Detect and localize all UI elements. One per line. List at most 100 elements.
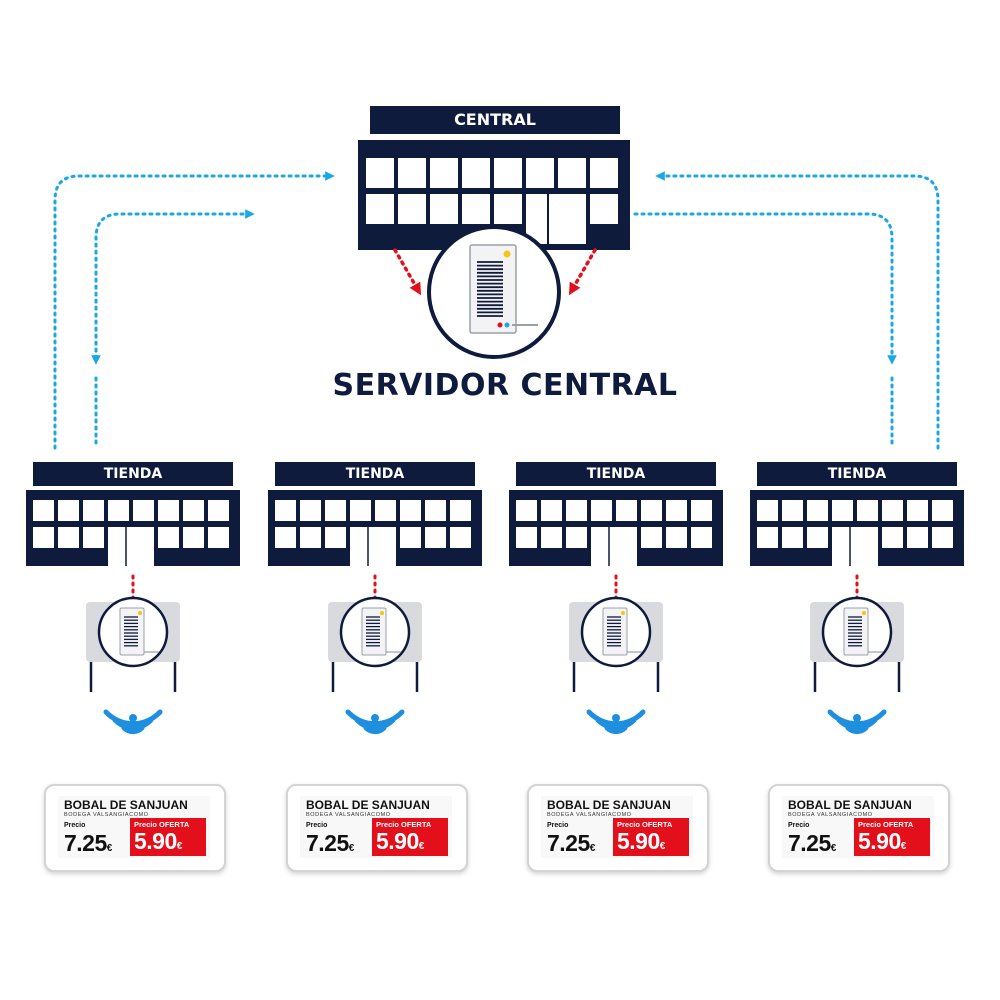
winery-name: BODEGA VALSANGIACOMO [547, 812, 632, 818]
store-sign: TIENDA [345, 466, 405, 482]
wifi-signal-icon [103, 709, 163, 735]
window [541, 527, 562, 548]
window [932, 527, 953, 548]
window [757, 527, 778, 548]
window [58, 500, 79, 521]
offer-title: Precio OFERTA [376, 820, 432, 829]
product-name: BOBAL DE SANJUAN [64, 798, 188, 812]
winery-name: BODEGA VALSANGIACOMO [64, 812, 149, 818]
store-sign-board [33, 462, 233, 486]
server-icon [602, 607, 642, 656]
electronic-shelf-label: BOBAL DE SANJUAN BODEGA VALSANGIACOMO Pr… [44, 784, 226, 872]
window [450, 500, 471, 521]
window [158, 527, 179, 548]
store-2 [268, 462, 482, 735]
regular-price: 7.25€ [64, 830, 112, 856]
red-arrow-right [568, 248, 597, 296]
link-right-inner [633, 212, 897, 365]
label-screen: BOBAL DE SANJUAN BODEGA VALSANGIACOMO Pr… [300, 796, 452, 858]
window [907, 527, 928, 548]
window [183, 500, 204, 521]
window [932, 500, 953, 521]
store-3 [509, 462, 723, 735]
window [666, 527, 687, 548]
offer-title: Precio OFERTA [858, 820, 914, 829]
window [807, 500, 828, 521]
store-sign: TIENDA [103, 466, 163, 482]
window [782, 500, 803, 521]
window [183, 527, 204, 548]
offer-price: 5.90€ [376, 828, 424, 854]
price-title: Precio [306, 822, 328, 829]
window [526, 158, 554, 188]
window [641, 500, 662, 521]
server-icon [361, 607, 401, 656]
window [400, 500, 421, 521]
window [430, 158, 458, 188]
window [462, 194, 490, 224]
door [526, 194, 586, 244]
window [33, 527, 54, 548]
window [366, 194, 394, 224]
window [208, 500, 229, 521]
window [158, 500, 179, 521]
central-server-links [393, 248, 597, 296]
server-central-label: SERVIDOR CENTRAL [332, 368, 678, 403]
winery-name: BODEGA VALSANGIACOMO [306, 812, 391, 818]
central-server [427, 225, 561, 359]
window [450, 527, 471, 548]
window [782, 527, 803, 548]
window [566, 527, 587, 548]
window [558, 158, 586, 188]
window [590, 158, 618, 188]
offer-title: Precio OFERTA [134, 820, 190, 829]
store-1 [26, 462, 240, 735]
window [133, 500, 154, 521]
window [882, 500, 903, 521]
window [275, 500, 296, 521]
store-sign-board [275, 462, 475, 486]
window [375, 500, 396, 521]
window [83, 500, 104, 521]
window [300, 500, 321, 521]
window [398, 158, 426, 188]
window [641, 527, 662, 548]
store-sign-board [757, 462, 957, 486]
price-title: Precio [64, 822, 86, 829]
window [616, 500, 637, 521]
window [462, 158, 490, 188]
door [350, 527, 396, 566]
electronic-shelf-label: BOBAL DE SANJUAN BODEGA VALSANGIACOMO Pr… [768, 784, 950, 872]
window [494, 194, 522, 224]
window [691, 527, 712, 548]
server-icon [843, 607, 883, 656]
window [366, 158, 394, 188]
server-icon [469, 244, 538, 334]
stores [26, 462, 964, 735]
electronic-shelf-label: BOBAL DE SANJUAN BODEGA VALSANGIACOMO Pr… [286, 784, 468, 872]
electronic-shelf-label: BOBAL DE SANJUAN BODEGA VALSANGIACOMO Pr… [527, 784, 709, 872]
window [494, 158, 522, 188]
offer-box: Precio OFERTA 5.90€ [613, 818, 689, 856]
offer-price: 5.90€ [134, 828, 182, 854]
window [541, 500, 562, 521]
offer-price: 5.90€ [617, 828, 665, 854]
store-sign-board [516, 462, 716, 486]
offer-box: Precio OFERTA 5.90€ [854, 818, 930, 856]
label-screen: BOBAL DE SANJUAN BODEGA VALSANGIACOMO Pr… [541, 796, 693, 858]
link-left-outer [53, 171, 335, 450]
window [208, 527, 229, 548]
offer-box: Precio OFERTA 5.90€ [372, 818, 448, 856]
window [108, 500, 129, 521]
wifi-signal-icon [345, 709, 405, 735]
window [300, 527, 321, 548]
product-name: BOBAL DE SANJUAN [788, 798, 912, 812]
window [275, 527, 296, 548]
window [83, 527, 104, 548]
window [350, 500, 371, 521]
window [666, 500, 687, 521]
window [425, 500, 446, 521]
door [832, 527, 878, 566]
window [33, 500, 54, 521]
window [398, 194, 426, 224]
